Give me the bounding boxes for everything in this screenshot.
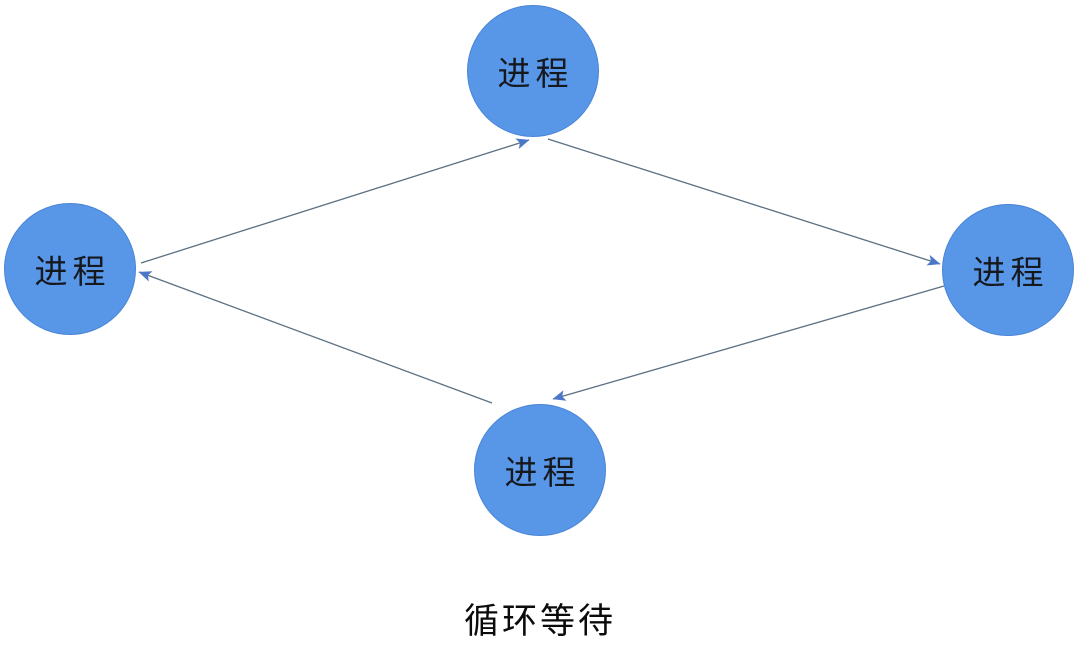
edge-top-to-right bbox=[547, 138, 941, 266]
node-label: 进程 bbox=[497, 55, 574, 92]
node-process-right: 进程 bbox=[942, 204, 1074, 336]
edge-bottom-to-left bbox=[138, 271, 493, 404]
diagram-caption: 循环等待 bbox=[463, 602, 616, 641]
edge-left-to-top bbox=[140, 138, 530, 264]
node-process-bottom: 进程 bbox=[474, 404, 606, 536]
node-label: 进程 bbox=[34, 253, 111, 290]
node-label: 进程 bbox=[504, 454, 581, 491]
node-process-top: 进程 bbox=[467, 5, 599, 137]
edge-right-to-bottom bbox=[552, 285, 945, 401]
node-label: 进程 bbox=[972, 254, 1049, 291]
node-process-left: 进程 bbox=[4, 203, 136, 335]
